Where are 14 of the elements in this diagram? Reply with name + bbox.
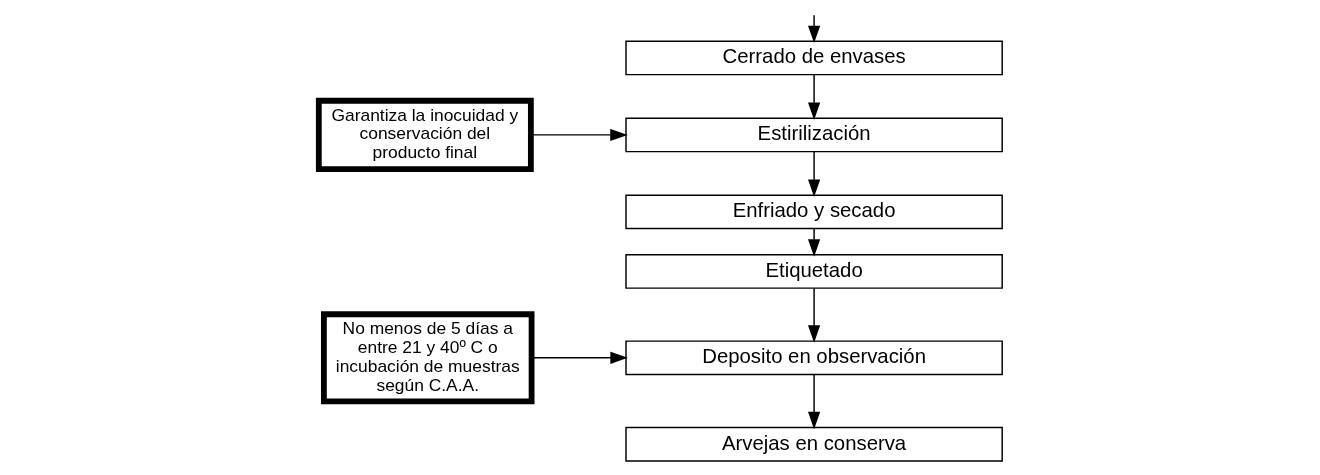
arrow <box>807 74 820 120</box>
node-box: Arvejas en conserva <box>624 426 1003 462</box>
arrow <box>807 373 820 430</box>
node-box: No menos de 5 días a entre 21 y 40º C o incubación de muestras según C.A.A. <box>320 311 534 405</box>
node-box: Cerrado de envases <box>624 40 1003 76</box>
node-box: Estirilización <box>624 117 1003 153</box>
arrow <box>807 14 820 44</box>
node-box: Etiquetado <box>624 254 1003 289</box>
node-box: Deposito en observación <box>624 340 1003 376</box>
arrow <box>807 151 820 197</box>
node-box: Garantiza la inocuidad y conservación del producto final <box>315 97 534 172</box>
arrow <box>807 287 820 343</box>
node-box: Enfriado y secado <box>624 194 1003 230</box>
arrow <box>807 228 820 257</box>
